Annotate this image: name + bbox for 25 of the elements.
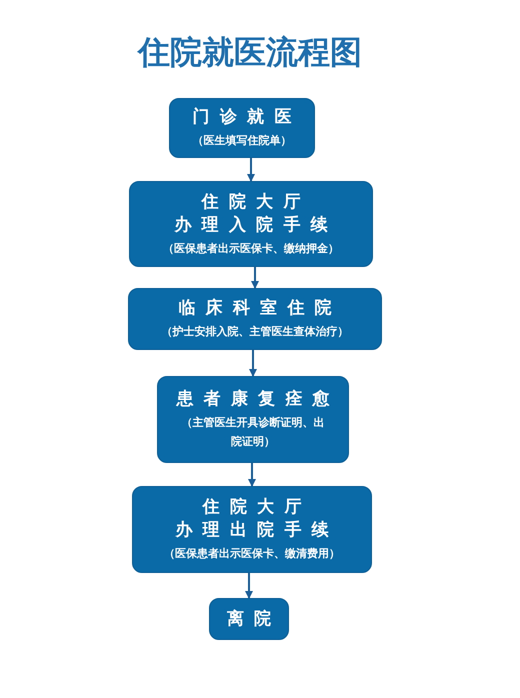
arrow: [248, 463, 256, 487]
process-box: [157, 376, 349, 463]
arrow: [245, 573, 253, 599]
step-title: 患者康复痊愈: [175, 388, 340, 411]
arrow: [249, 350, 257, 377]
step-title: 办理出院手续: [174, 519, 339, 542]
step-title: 离院: [226, 608, 282, 630]
process-box: [129, 181, 373, 267]
step-title: 住院大厅: [200, 190, 310, 214]
step-title: 临床科室住院: [177, 297, 342, 320]
arrow: [251, 267, 259, 289]
title: 住院就医流程图: [136, 32, 363, 73]
process-box: [209, 598, 289, 640]
process-box: [169, 98, 315, 158]
process-box: [132, 486, 372, 573]
step-note: （主管医生开具诊断证明、出院证明）: [180, 415, 326, 450]
step-note: （医保患者出示医保卡、缴清费用）: [164, 546, 340, 562]
arrow: [247, 158, 255, 182]
step-note: （护士安排入院、主管医生查体治疗）: [162, 324, 348, 340]
step-note: （医生填写住院单）: [192, 133, 292, 149]
step-title: 办理入院手续: [173, 214, 338, 236]
step-title: 住院大厅: [201, 496, 312, 519]
step-title: 门诊就医: [192, 106, 302, 129]
step-note: （医保患者出示医保卡、缴纳押金）: [163, 240, 339, 256]
process-box: [128, 288, 382, 350]
